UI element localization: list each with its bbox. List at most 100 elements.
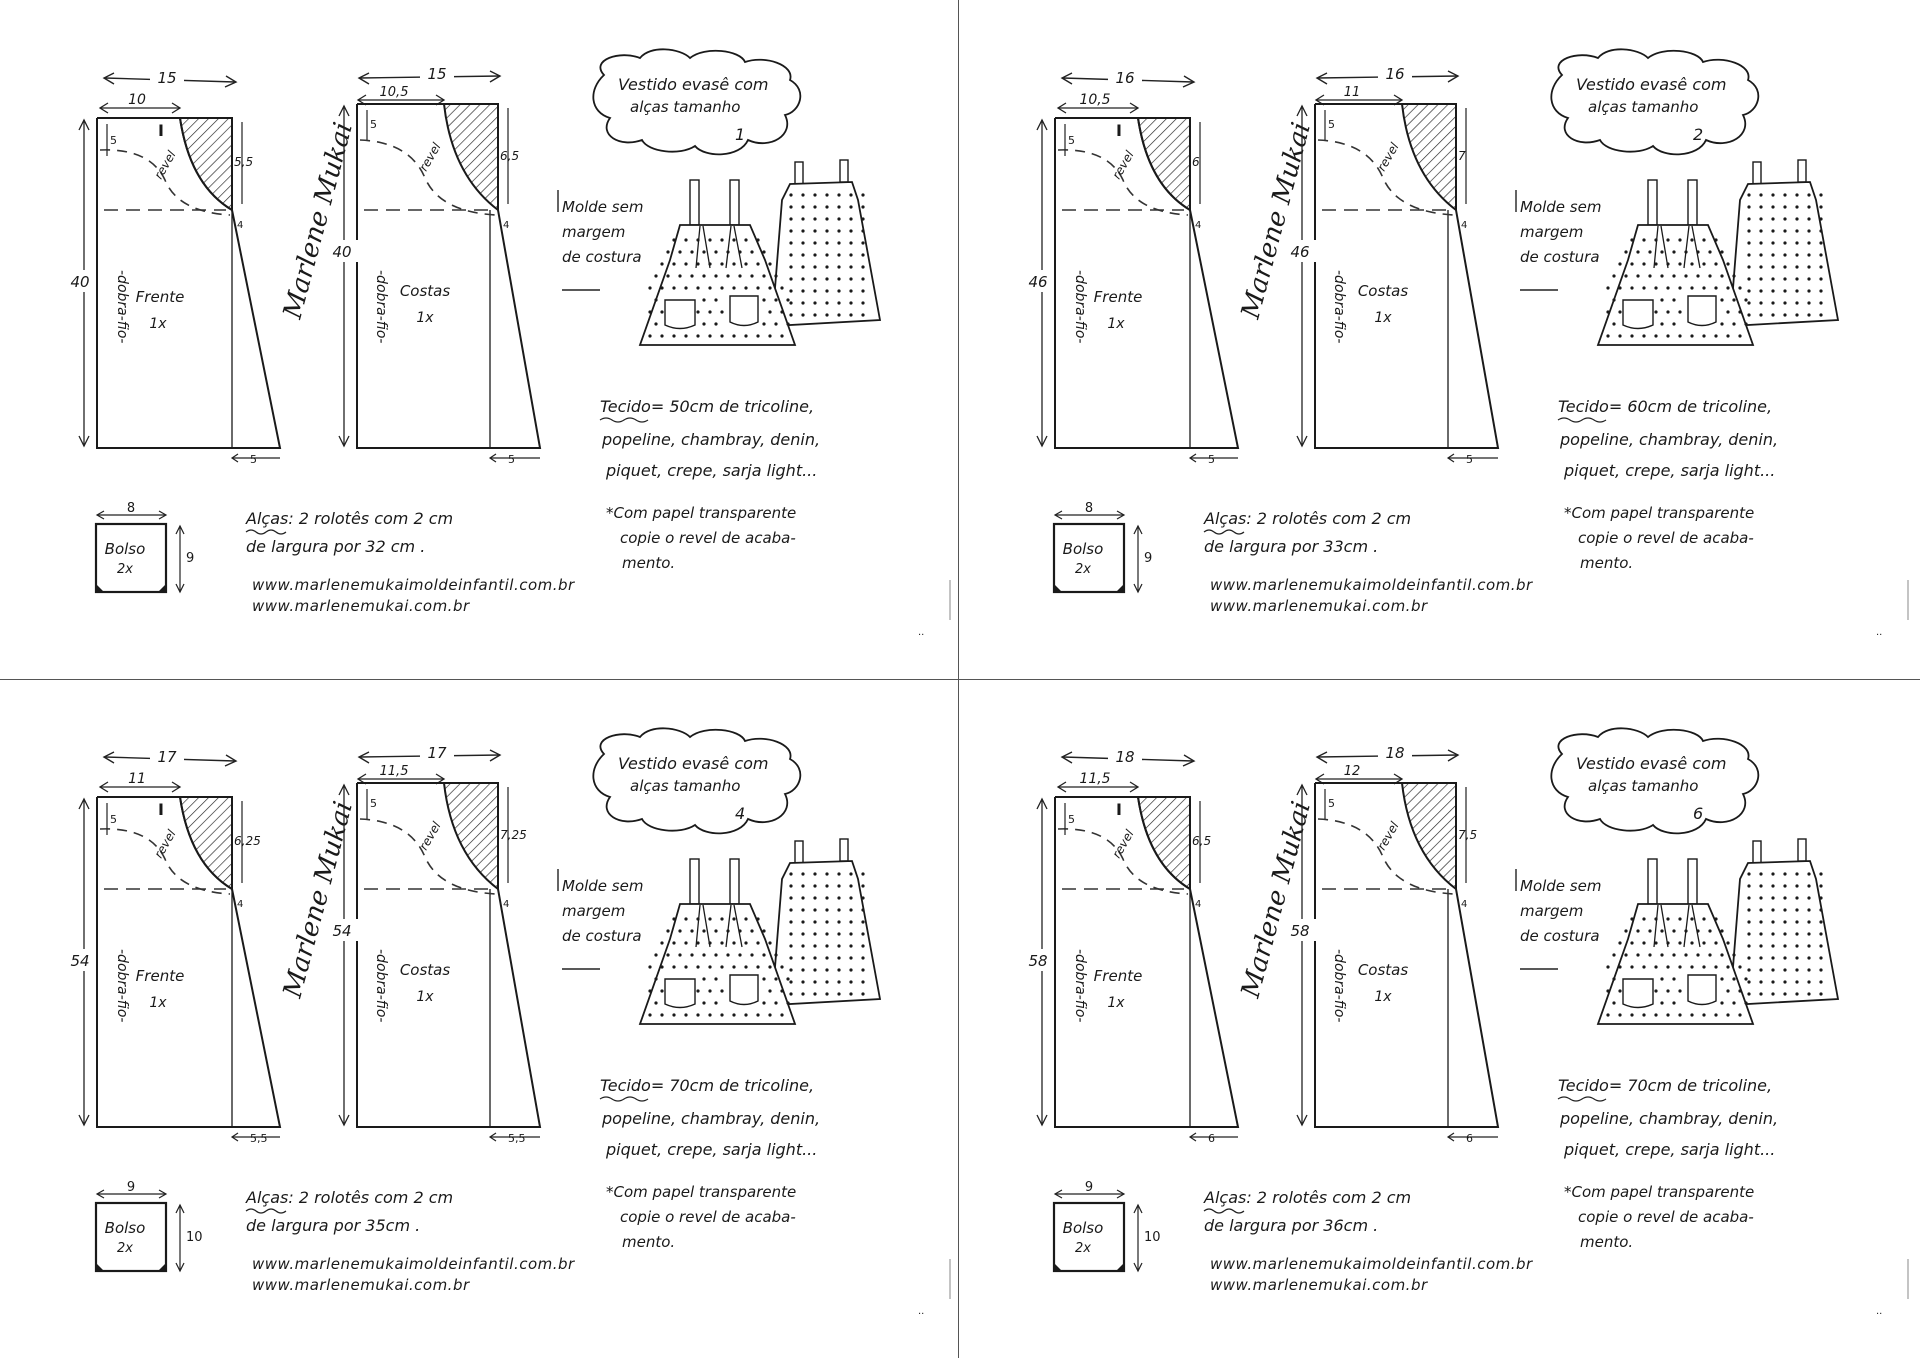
- polka-dot: [1714, 1013, 1718, 1017]
- polka-dot: [1672, 274, 1676, 278]
- polka-dot: [813, 205, 817, 209]
- title-line-1: Vestido evasê com: [1576, 754, 1727, 773]
- polka-dot: [1759, 884, 1763, 888]
- url-1[interactable]: www.marlenemukaimoldeinfantil.com.br: [252, 576, 575, 594]
- illustration-pocket-right: [1687, 974, 1717, 1006]
- polka-dot: [837, 193, 841, 197]
- polka-dot: [1744, 977, 1748, 981]
- polka-dot: [696, 262, 700, 266]
- polka-dot: [1666, 238, 1670, 242]
- polka-dot: [660, 941, 664, 945]
- url-2[interactable]: www.marlenemukai.com.br: [252, 597, 470, 615]
- underarm-mark: 4: [1195, 220, 1201, 231]
- polka-dot: [849, 193, 853, 197]
- polka-dot: [1771, 241, 1775, 245]
- polka-dot: [849, 253, 853, 257]
- polka-dot: [861, 217, 865, 221]
- polka-dot: [1783, 992, 1787, 996]
- polka-dot: [1738, 1013, 1742, 1017]
- polka-dot: [648, 334, 652, 338]
- back-armhole-hatch: [442, 782, 499, 892]
- polka-dot: [1819, 289, 1823, 293]
- url-1[interactable]: www.marlenemukaimoldeinfantil.com.br: [1210, 576, 1533, 594]
- url-2[interactable]: www.marlenemukai.com.br: [1210, 1276, 1428, 1294]
- polka-dot: [762, 298, 766, 302]
- polka-dot: [720, 310, 724, 314]
- polka-dot: [714, 953, 718, 957]
- polka-dot: [768, 310, 772, 314]
- back-top-width-dimension: 17: [357, 741, 502, 764]
- pocket-width-label: 8: [1085, 501, 1093, 516]
- pattern-note: Molde sem margem de costura: [557, 869, 643, 970]
- polka-dot: [849, 956, 853, 960]
- polka-dot: [789, 896, 793, 900]
- polka-dot: [774, 298, 778, 302]
- polka-dot: [849, 932, 853, 936]
- polka-dot: [1654, 965, 1658, 969]
- polka-dot: [1702, 262, 1706, 266]
- polka-dot: [813, 301, 817, 305]
- polka-dot: [1747, 908, 1751, 912]
- fabric-amount: Tecido= 60cm de tricoline,: [1558, 397, 1772, 416]
- polka-dot: [1744, 298, 1748, 302]
- polka-dot: [708, 989, 712, 993]
- polka-dot: [744, 941, 748, 945]
- note-line-3: de costura: [562, 927, 642, 945]
- back-count: 1x: [416, 310, 434, 326]
- url-1[interactable]: www.marlenemukaimoldeinfantil.com.br: [252, 1255, 575, 1273]
- polka-dot: [837, 896, 841, 900]
- title-size: 6: [1693, 804, 1703, 823]
- underarm-mark: 4: [1195, 899, 1201, 910]
- front-neck-width-label: 11,5: [1079, 771, 1110, 787]
- polka-dot: [789, 944, 793, 948]
- polka-dot: [1690, 238, 1694, 242]
- polka-dot: [1759, 253, 1763, 257]
- polka-dot: [672, 286, 676, 290]
- polka-dot: [1771, 872, 1775, 876]
- polka-dot: [813, 944, 817, 948]
- back-top-width-label: 18: [1385, 744, 1404, 762]
- polka-dot: [672, 334, 676, 338]
- polka-dot: [1795, 241, 1799, 245]
- pattern-panel-t1: 15 10 revel I 5 5,5 4 40 -dobra-fio-: [0, 0, 960, 679]
- polka-dot: [1606, 310, 1610, 314]
- polka-dot: [1684, 250, 1688, 254]
- polka-dot: [801, 884, 805, 888]
- polka-dot: [1642, 262, 1646, 266]
- polka-dot: [1690, 965, 1694, 969]
- polka-dot: [1795, 932, 1799, 936]
- polka-dot: [849, 313, 853, 317]
- polka-dot: [801, 908, 805, 912]
- polka-dot: [825, 884, 829, 888]
- polka-dot: [849, 968, 853, 972]
- polka-dot: [1642, 965, 1646, 969]
- polka-dot: [1819, 229, 1823, 233]
- back-piece: 16 11 revel 5 7 4 46 -dobra-fio- Costas …: [1286, 62, 1500, 466]
- illustration-pocket-left: [1622, 978, 1654, 1009]
- back-neck-width-label: 11,5: [380, 764, 409, 779]
- polka-dot: [648, 1013, 652, 1017]
- url-1[interactable]: www.marlenemukaimoldeinfantil.com.br: [1210, 1255, 1533, 1273]
- pocket-piece: 8 Bolso 2x 9: [94, 501, 194, 594]
- note-line-3: de costura: [1520, 248, 1600, 266]
- polka-dot: [1732, 1001, 1736, 1005]
- back-length-label: 40: [332, 243, 351, 261]
- polka-dot: [825, 920, 829, 924]
- url-2[interactable]: www.marlenemukai.com.br: [252, 1276, 470, 1294]
- facing-note-1: *Com papel transparente: [606, 504, 796, 522]
- back-armhole-depth-label: 6,5: [500, 149, 519, 163]
- polka-dot: [1783, 277, 1787, 281]
- polka-dot: [1759, 968, 1763, 972]
- polka-dot: [801, 944, 805, 948]
- polka-dot: [1807, 896, 1811, 900]
- polka-dot: [1654, 238, 1658, 242]
- front-mark-I: I: [158, 800, 164, 819]
- polka-dot: [744, 262, 748, 266]
- polka-dot: [1666, 917, 1670, 921]
- polka-dot: [702, 322, 706, 326]
- polka-dot: [1807, 229, 1811, 233]
- url-2[interactable]: www.marlenemukai.com.br: [1210, 597, 1428, 615]
- polka-dot: [801, 205, 805, 209]
- facing-note-2: copie o revel de acaba-: [1578, 529, 1754, 547]
- polka-dot: [813, 229, 817, 233]
